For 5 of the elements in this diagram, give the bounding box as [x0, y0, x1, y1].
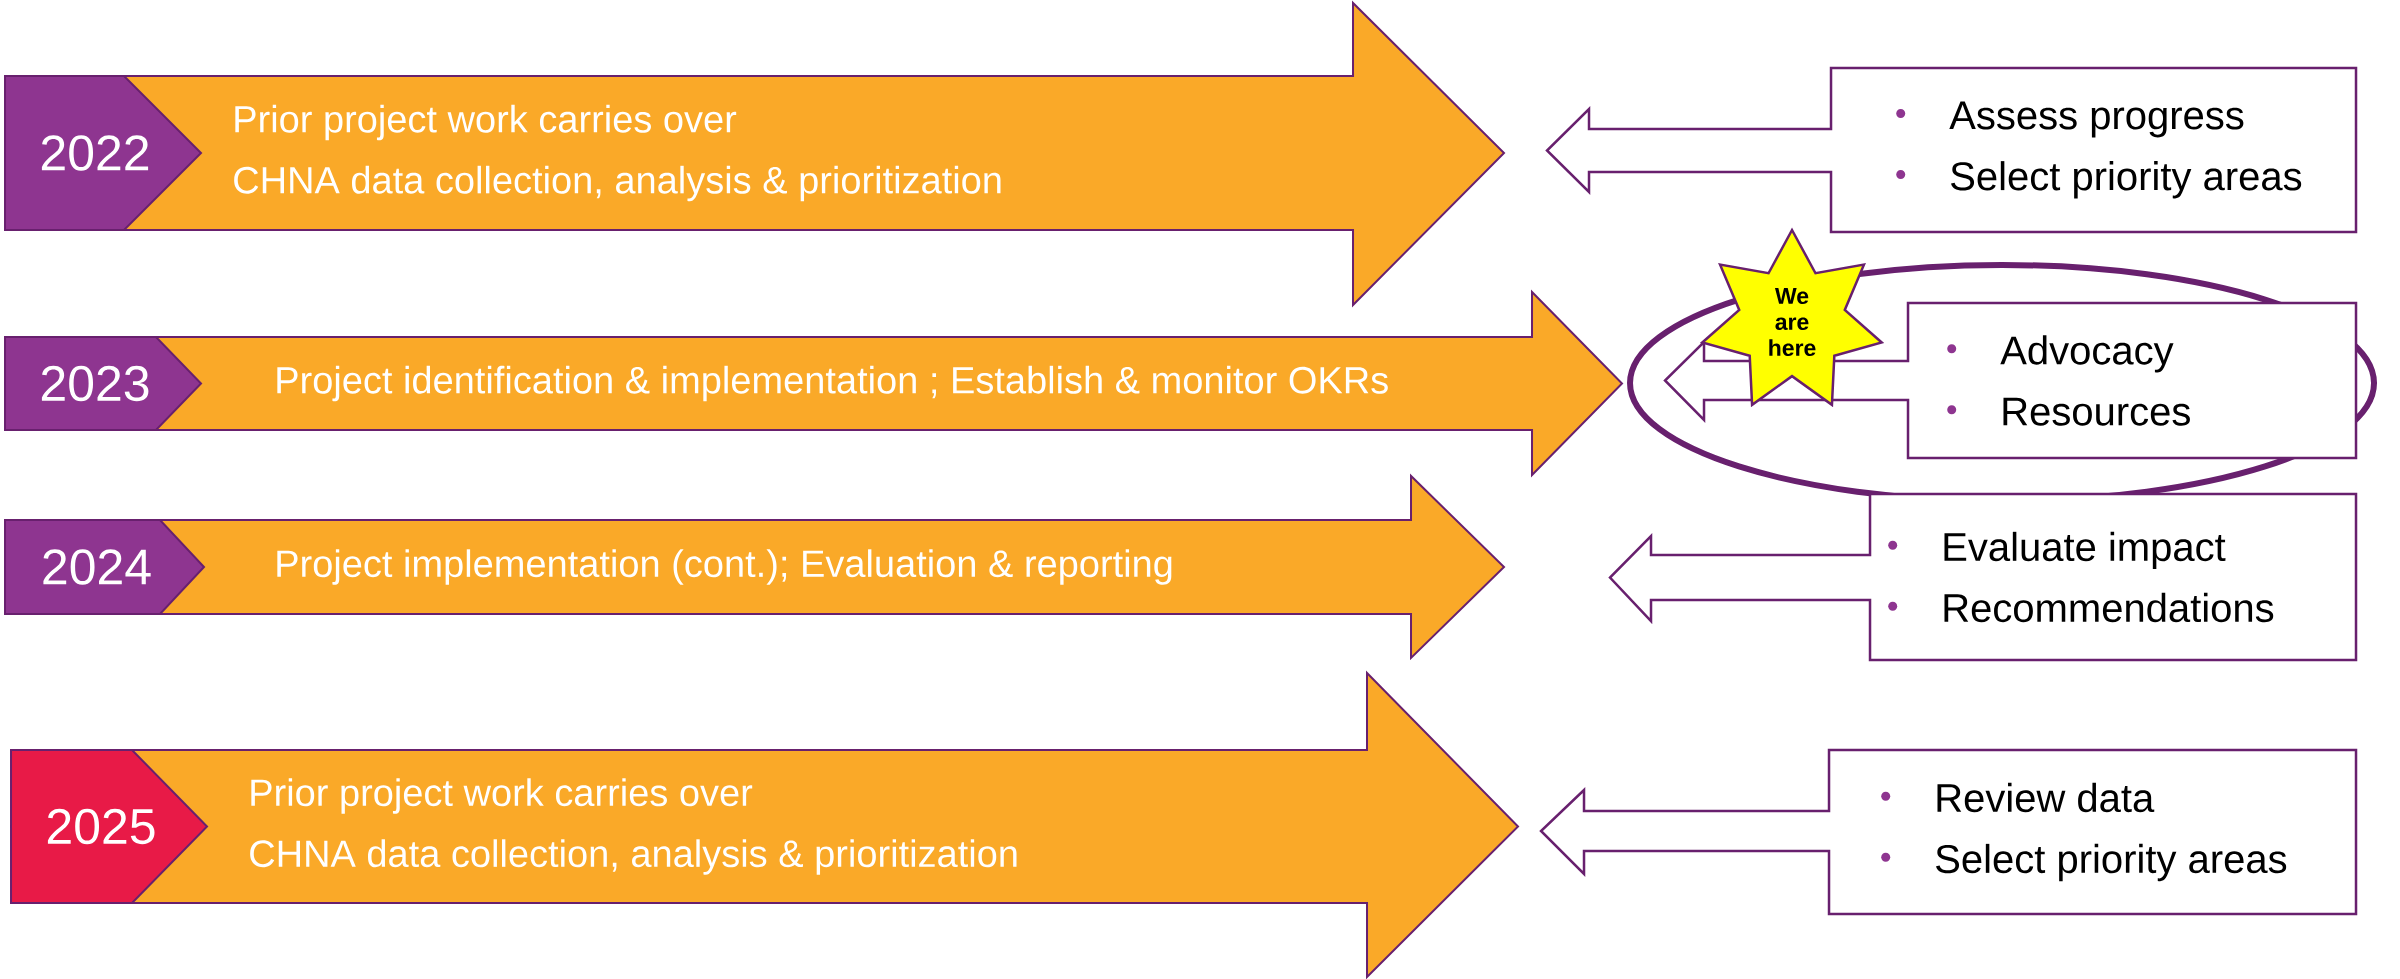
- year-tag: 2022: [4, 75, 203, 231]
- callout-box: Assess progress Select priority areas: [1545, 66, 2358, 234]
- callout-box: Evaluate impact Recommendations: [1608, 492, 2358, 662]
- callout-box: Review data Select priority areas: [1539, 748, 2358, 916]
- year-tag: 2025: [10, 749, 209, 904]
